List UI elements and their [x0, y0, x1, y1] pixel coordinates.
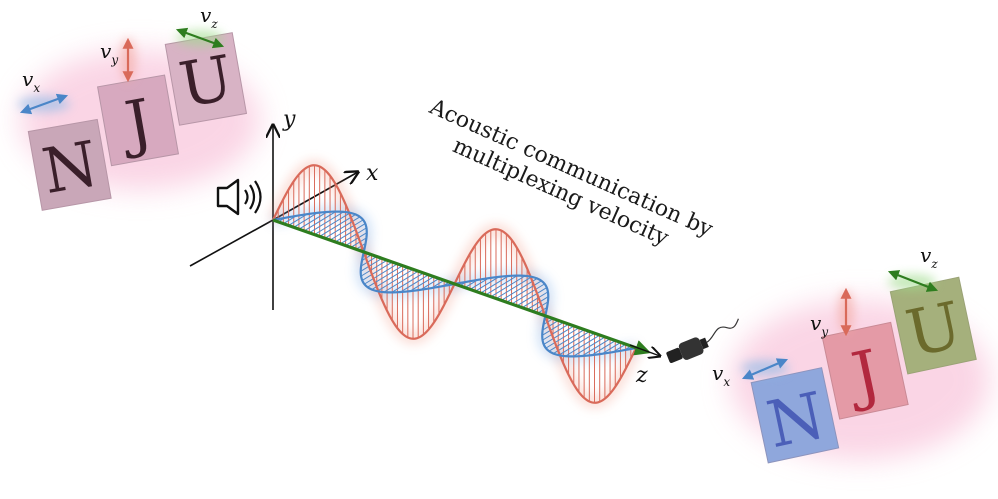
x-hatch-line — [377, 268, 414, 292]
x-axis-label: x — [366, 161, 379, 186]
x-hatch-line — [400, 274, 429, 293]
source-tile-n — [27, 118, 112, 211]
z-axis-label: z — [635, 363, 648, 388]
z-axis-tip — [629, 344, 660, 356]
receiver-vx-arrow — [741, 358, 789, 380]
x-hatch-line — [293, 212, 318, 228]
receiver-vy-label: vy — [810, 311, 828, 339]
source-vx-arrow — [19, 93, 69, 115]
receiver-tile-j — [821, 321, 909, 420]
x-hatch-line — [506, 280, 542, 303]
source-letter-n: N — [37, 127, 103, 208]
source-vy-label: vy — [100, 39, 118, 67]
receiver-vz-label: vz — [920, 243, 938, 271]
x-hatch-line — [409, 276, 435, 292]
receiver-vz-arrow — [887, 270, 939, 292]
x-axis-negative — [189, 219, 274, 267]
x-hatch-line — [350, 237, 367, 248]
x-hatch-line — [565, 334, 600, 357]
x-hatch-line — [526, 296, 549, 311]
x-hatch-line — [360, 256, 377, 267]
x-hatch-line — [541, 321, 564, 336]
microphone-icon — [666, 318, 739, 363]
x-hatch-line — [500, 278, 538, 301]
receiver-vx-label: vx — [712, 361, 730, 389]
x-hatch-line — [360, 257, 383, 272]
x-hatch-line — [601, 342, 621, 355]
x-hatch-line — [319, 214, 356, 237]
x-hatch-line — [581, 338, 611, 357]
x-hatch-line — [288, 213, 308, 226]
x-hatch-line — [480, 275, 509, 294]
x-hatch-line — [420, 278, 440, 291]
x-hatch-line — [532, 301, 549, 312]
x-hatch-line — [553, 331, 590, 354]
x-hatch-line — [324, 216, 361, 239]
x-hatch-line — [371, 267, 409, 290]
x-hatch-line — [591, 340, 616, 356]
x-hatch-line — [490, 275, 526, 298]
x-axis — [272, 172, 358, 221]
source-tiles: N J U vx vy vz — [18, 3, 260, 211]
x-hatch-line — [542, 320, 559, 331]
x-hatch-line — [298, 211, 328, 230]
source-vx-label: vx — [22, 67, 40, 95]
x-hatch-line — [364, 263, 398, 285]
x-hatch-line — [495, 276, 532, 300]
x-hatch-line — [383, 270, 419, 293]
x-hatch-line — [511, 283, 545, 305]
x-hatch-line — [329, 219, 364, 241]
source-vz-arrow — [175, 27, 225, 49]
x-hatch-line — [548, 329, 585, 352]
source-letter-u: U — [174, 41, 238, 122]
speaker-icon — [216, 178, 262, 216]
x-hatch-line — [558, 332, 595, 356]
y-axis-label: y — [282, 107, 296, 132]
x-hatch-line — [361, 261, 393, 281]
x-hatch-line — [521, 291, 549, 309]
x-hatch-line — [303, 211, 337, 232]
x-hatch-line — [334, 223, 366, 243]
waves: z — [270, 162, 660, 406]
x-hatch-line — [516, 287, 548, 307]
x-hatch-line — [367, 265, 403, 288]
x-hatch-line — [543, 325, 575, 345]
x-hatch-line — [314, 212, 351, 236]
x-hatch-line — [545, 327, 580, 349]
x-hatch-line — [469, 277, 489, 290]
z-axis-propagation — [272, 218, 652, 356]
x-hatch-line — [345, 232, 368, 247]
x-hatch-line — [474, 276, 500, 292]
receiver-tiles: N J U vx vy vz — [712, 243, 990, 464]
x-hatch-line — [360, 259, 388, 277]
source-vz-label: vz — [200, 3, 218, 31]
x-hatch-line — [391, 272, 424, 293]
x-hatch-line — [309, 211, 344, 234]
x-hatch-line — [572, 336, 606, 357]
x-hatch-line — [542, 323, 569, 341]
x-hatch-line — [340, 227, 367, 245]
x-hatch-line — [485, 275, 518, 296]
